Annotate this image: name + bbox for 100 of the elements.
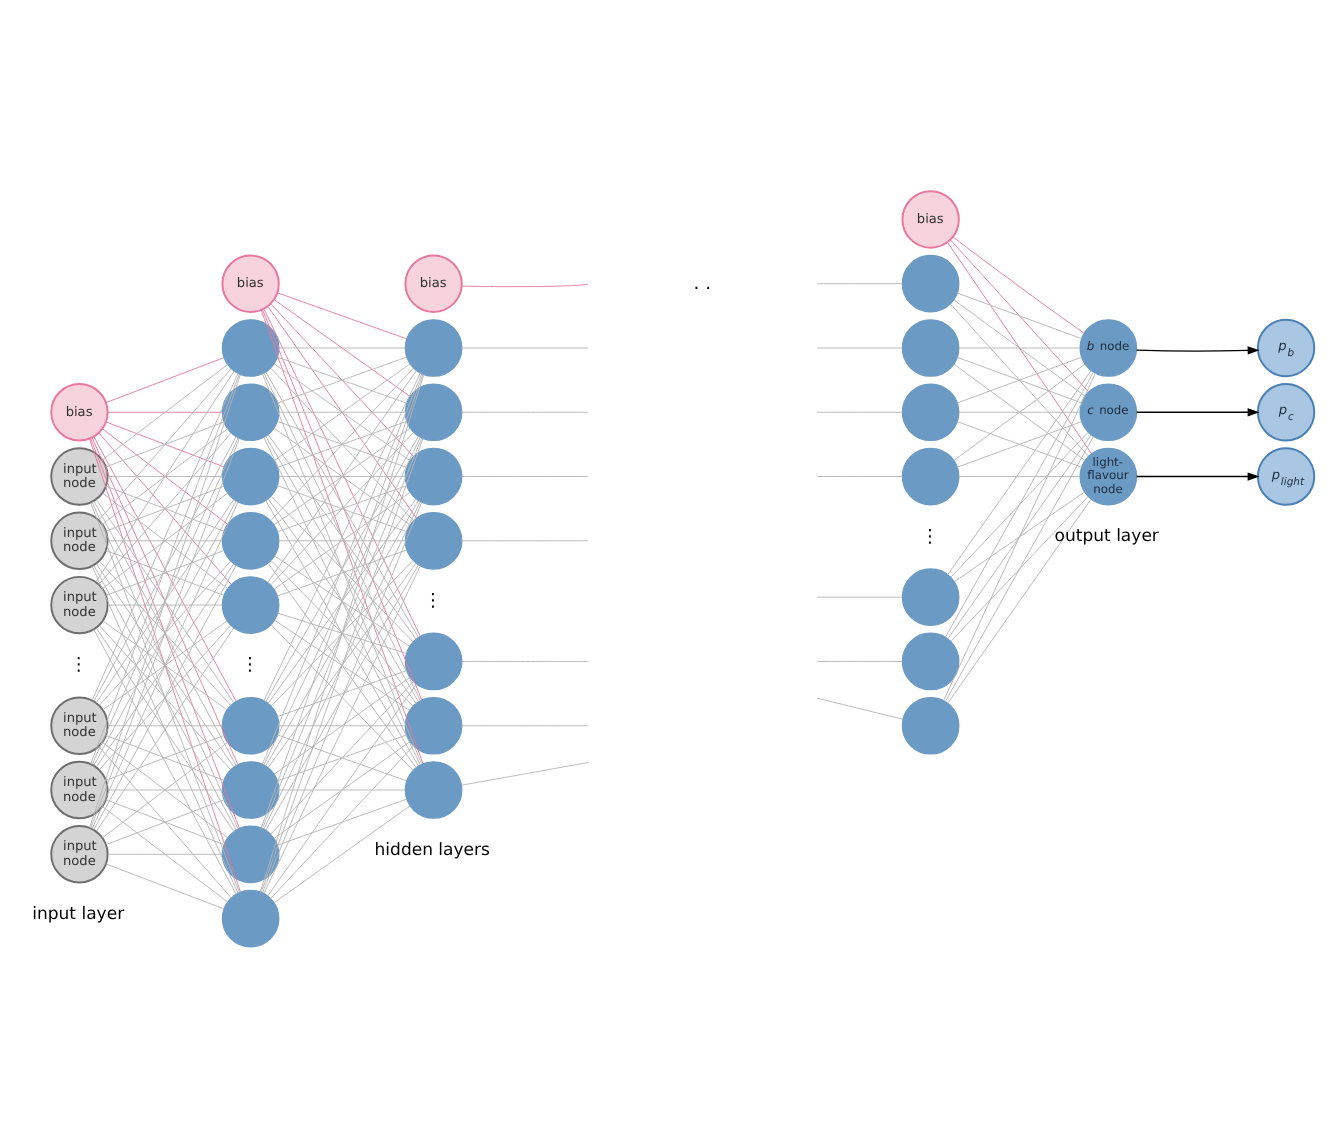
node-circle — [404, 760, 463, 818]
connector — [816, 282, 903, 284]
node-circle — [221, 695, 280, 754]
connector — [93, 435, 237, 701]
connector — [91, 436, 239, 765]
connector — [816, 595, 903, 597]
connector — [461, 410, 589, 412]
connector — [277, 611, 407, 653]
node-circle — [901, 567, 960, 626]
connector — [816, 475, 903, 476]
node-circle — [221, 760, 280, 818]
connector — [265, 370, 419, 637]
connector — [89, 373, 241, 828]
connector — [107, 539, 223, 541]
connector — [263, 307, 421, 636]
connector — [261, 372, 423, 764]
connector — [98, 624, 231, 769]
label: ⋮ — [69, 653, 88, 676]
connector — [107, 475, 223, 476]
arrow — [1136, 407, 1260, 416]
connector — [93, 628, 237, 894]
connector — [265, 499, 419, 766]
connector — [461, 724, 589, 726]
node-circle — [221, 824, 280, 883]
connector — [947, 497, 1092, 703]
connector — [105, 484, 225, 531]
connector — [276, 484, 407, 532]
connector — [958, 410, 1081, 412]
node-circle — [404, 446, 463, 505]
connector — [98, 367, 232, 520]
connector — [273, 426, 411, 525]
connector — [265, 434, 419, 702]
connector — [952, 235, 1085, 333]
connector — [90, 372, 240, 764]
connector — [273, 740, 411, 838]
connector — [102, 805, 229, 902]
node-circle — [901, 318, 960, 376]
connector — [276, 733, 407, 781]
connector — [107, 852, 223, 854]
connector — [270, 494, 414, 642]
connector — [95, 498, 235, 703]
connector — [947, 433, 1092, 639]
connector — [270, 744, 415, 898]
label: ⋮ — [240, 653, 260, 676]
connector — [91, 500, 239, 829]
connector — [267, 682, 417, 896]
connector — [958, 346, 1081, 348]
label: output layer — [1054, 526, 1159, 547]
connector — [90, 437, 240, 828]
connector — [102, 740, 229, 838]
connector — [95, 369, 235, 582]
connector — [95, 626, 235, 831]
connector — [263, 500, 421, 829]
label: input layer — [32, 904, 125, 925]
connector — [278, 475, 406, 476]
connector — [950, 495, 1089, 641]
connector — [98, 559, 231, 705]
connector — [943, 371, 1096, 700]
connector — [273, 804, 411, 903]
connector — [102, 363, 229, 460]
connector — [270, 680, 415, 834]
connector — [950, 430, 1089, 577]
arrow — [1136, 471, 1260, 480]
connector — [276, 669, 407, 717]
connector — [270, 559, 414, 706]
node-circle — [221, 382, 280, 441]
connector — [90, 501, 240, 892]
node-circle — [901, 446, 960, 505]
connector — [954, 490, 1086, 582]
arrow — [1136, 345, 1260, 354]
connector — [91, 564, 239, 893]
node-circle — [901, 695, 960, 754]
connector — [956, 355, 1082, 403]
connector — [276, 355, 407, 403]
connector — [461, 475, 589, 476]
node-circle — [221, 446, 280, 505]
connector — [944, 370, 1094, 637]
connector — [461, 346, 589, 348]
connector — [947, 240, 1092, 454]
label: ⋮ — [423, 588, 443, 611]
connector — [953, 362, 1086, 460]
connector — [105, 356, 225, 403]
connector — [105, 798, 225, 845]
connector — [107, 724, 223, 726]
connector — [278, 724, 406, 726]
connector — [274, 618, 411, 711]
connector — [949, 238, 1089, 392]
connector — [267, 433, 417, 639]
connector — [278, 539, 406, 541]
node-circle — [901, 382, 960, 441]
connector — [461, 282, 589, 287]
connector — [261, 500, 423, 893]
label: ⋮ — [920, 524, 940, 547]
node-circle — [404, 695, 463, 754]
connector — [261, 436, 423, 829]
connector — [278, 788, 406, 790]
connector — [273, 362, 411, 461]
connector — [93, 499, 237, 765]
connector — [956, 291, 1082, 339]
connector — [260, 308, 424, 764]
